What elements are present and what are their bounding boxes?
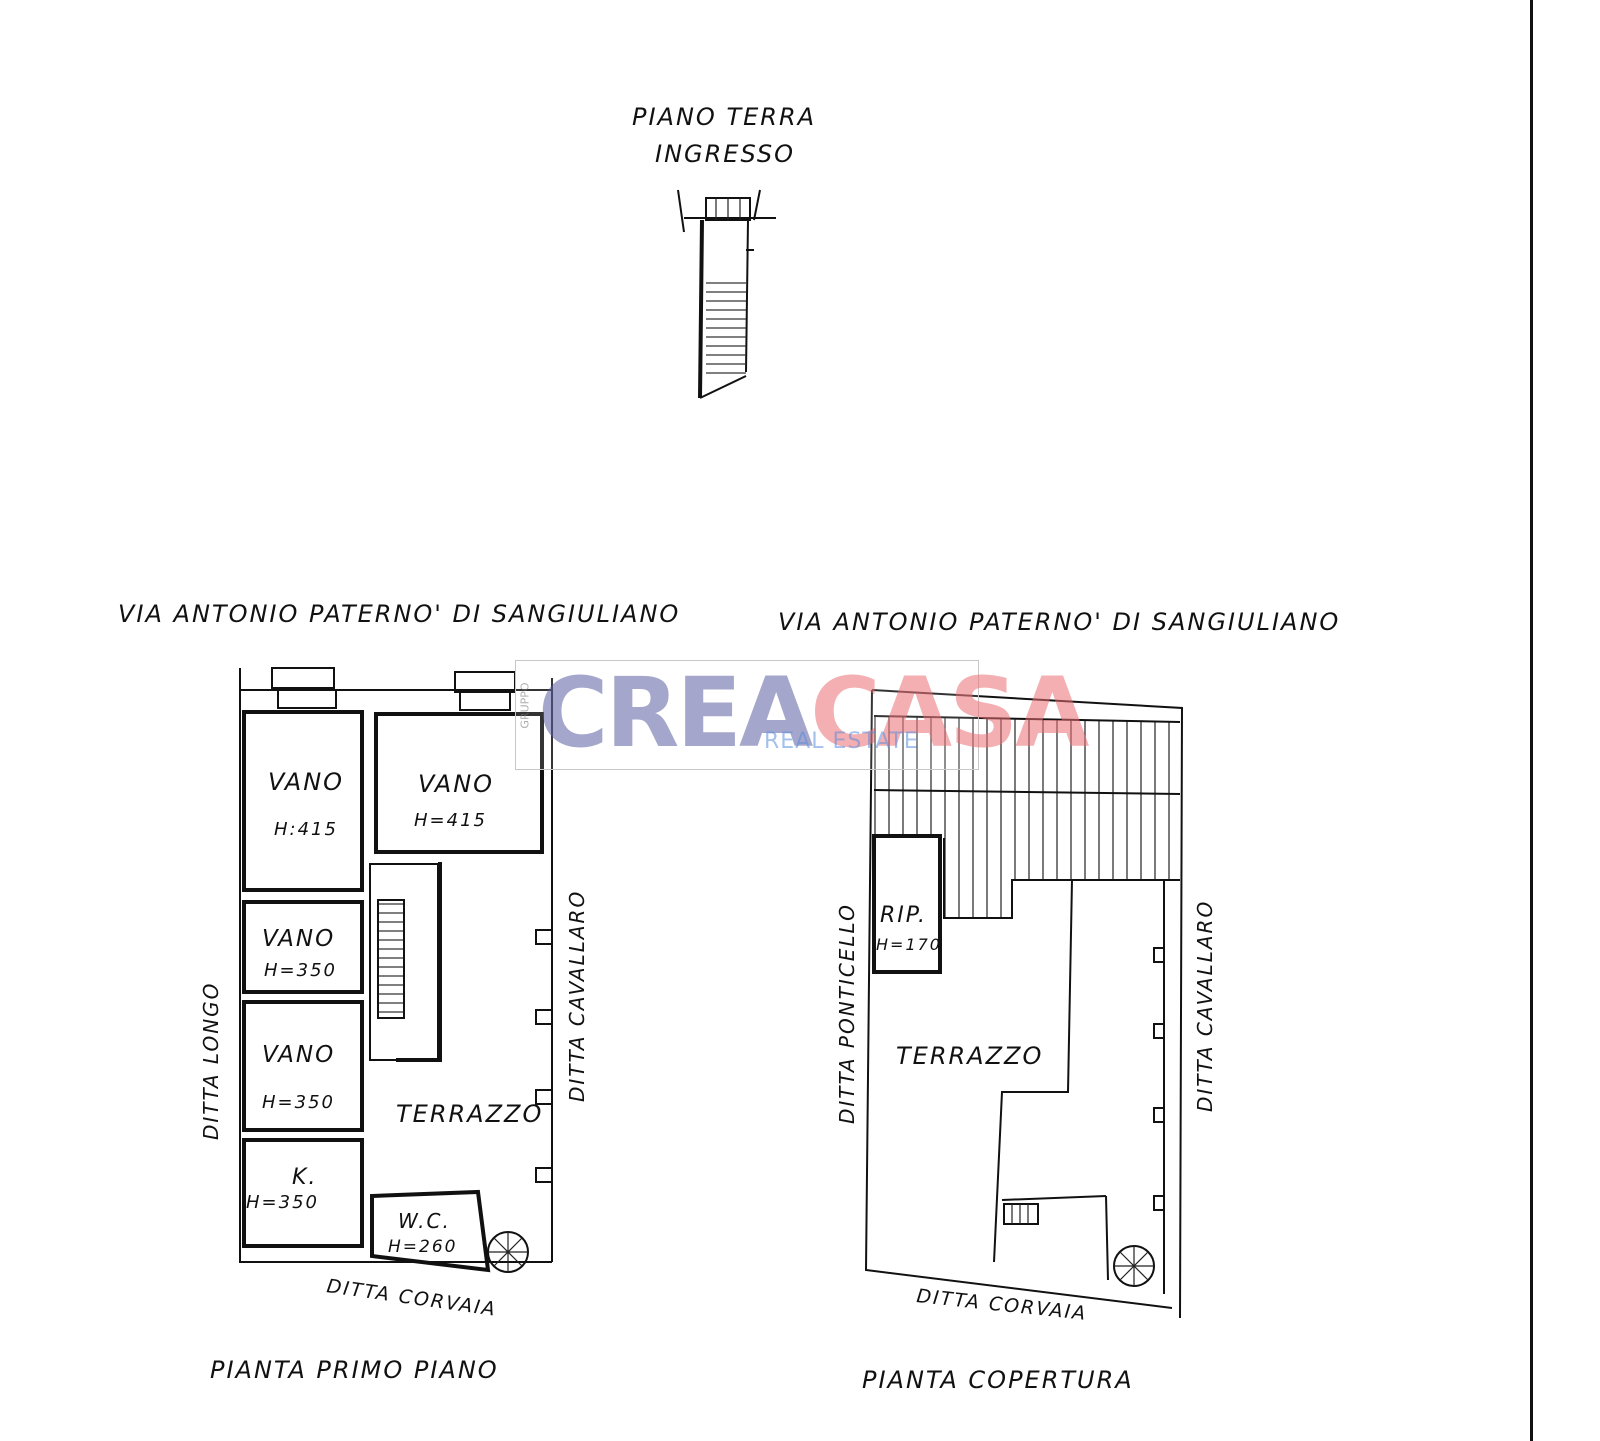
room-vano-2: [374, 712, 544, 854]
watermark-brand-part-b: CASA: [810, 657, 1089, 769]
room-vano-3: [242, 900, 364, 994]
first-floor-right-neighbor: DITTA CAVALLARO: [565, 890, 589, 1102]
room-vano-1: [242, 710, 364, 892]
roof-left-neighbor: DITTA PONTICELLO: [835, 903, 859, 1124]
room-kitchen-label: K.: [292, 1165, 317, 1190]
watermark-side-text: GRUPPO: [518, 682, 532, 729]
page-border-line: [1530, 0, 1533, 1441]
ground-floor-title: PIANO TERRA: [632, 103, 816, 131]
room-wc: [370, 1189, 491, 1273]
roof-caption: PIANTA COPERTURA: [862, 1366, 1134, 1394]
room-vano-4: [242, 1000, 364, 1132]
internal-stair: [378, 900, 404, 1018]
room-vano-2-height: H=415: [414, 810, 487, 831]
room-kitchen-height: H=350: [246, 1192, 319, 1213]
room-kitchen: [242, 1138, 364, 1248]
room-vano-3-height: H=350: [264, 960, 337, 981]
roof-right-neighbor: DITTA CAVALLARO: [1193, 900, 1217, 1112]
roof-bottom-neighbor: DITTA CORVAIA: [915, 1285, 1088, 1325]
spiral-stair-first-floor: [487, 1231, 529, 1273]
first-floor-bottom-neighbor: DITTA CORVAIA: [325, 1275, 498, 1321]
first-floor-caption: PIANTA PRIMO PIANO: [210, 1356, 499, 1384]
roof-plan: VIA ANTONIO PATERNO' DI SANGIULIANO: [778, 608, 1340, 1394]
room-vano-1-label: VANO: [268, 768, 344, 796]
terrace-first-floor-label: TERRAZZO: [396, 1100, 543, 1128]
ground-floor-plan: PIANO TERRA INGRESSO: [632, 103, 816, 399]
terrace-roof-label: TERRAZZO: [896, 1042, 1043, 1070]
entrance-stair: [677, 189, 776, 399]
ground-floor-subtitle: INGRESSO: [655, 140, 795, 168]
watermark-brand-part-a: CREA: [538, 657, 813, 769]
room-rip-label: RIP.: [880, 903, 927, 928]
room-vano-1-height: H:415: [274, 819, 338, 840]
first-floor-plan: VIA ANTONIO PATERNO' DI SANGIULIANO: [118, 600, 680, 1384]
room-vano-2-label: VANO: [418, 770, 494, 798]
room-rip: [872, 834, 942, 974]
room-vano-4-height: H=350: [262, 1092, 335, 1113]
room-vano-4-label: VANO: [262, 1042, 335, 1068]
watermark-logo: GRUPPO CREACASA REAL ESTATE: [515, 660, 1089, 770]
room-rip-height: H=170: [876, 935, 942, 954]
room-wc-height: H=260: [388, 1237, 457, 1257]
roof-small-stair: [1003, 1203, 1039, 1225]
spiral-stair-roof: [1113, 1245, 1155, 1287]
room-vano-3-label: VANO: [262, 926, 335, 952]
roof-street: VIA ANTONIO PATERNO' DI SANGIULIANO: [778, 608, 1340, 636]
first-floor-left-neighbor: DITTA LONGO: [199, 982, 223, 1140]
watermark-brand: CREACASA: [538, 663, 1089, 763]
room-wc-label: W.C.: [398, 1209, 451, 1233]
watermark-tagline: REAL ESTATE: [764, 729, 919, 754]
first-floor-street: VIA ANTONIO PATERNO' DI SANGIULIANO: [118, 600, 680, 628]
